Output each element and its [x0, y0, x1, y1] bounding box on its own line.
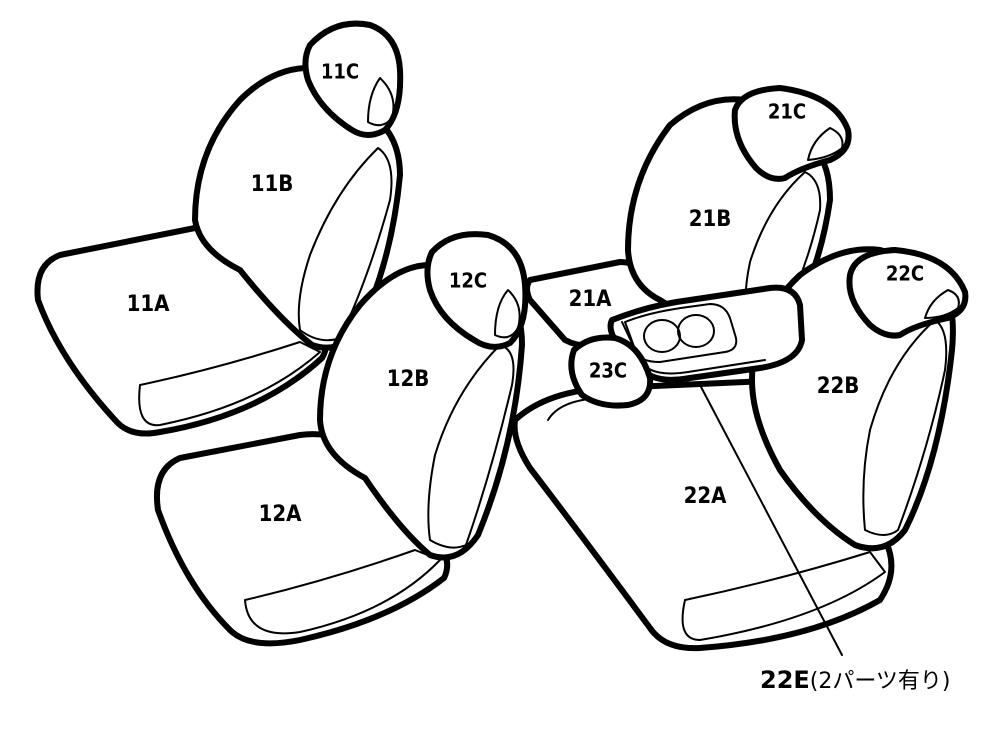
seat-11	[34, 20, 404, 437]
label-21B: 21B	[689, 207, 732, 232]
label-22C: 22C	[886, 262, 924, 286]
cup-holder-2	[677, 314, 715, 348]
label-12C: 12C	[449, 269, 487, 293]
backrest-11B	[192, 65, 403, 351]
label-11B: 11B	[251, 172, 294, 197]
note-22E: 22E(2パーツ有り)	[760, 666, 951, 694]
headrest-22C	[846, 247, 969, 339]
label-21A: 21A	[569, 287, 613, 312]
label-11C: 11C	[321, 60, 359, 84]
leader-line-22E	[699, 384, 843, 656]
label-22B: 22B	[817, 374, 860, 399]
label-22A: 22A	[684, 484, 728, 509]
seat-12	[154, 231, 529, 647]
cup-holder-tray	[624, 303, 738, 363]
cup-holder-1	[643, 319, 681, 353]
armrest-pad-23C	[568, 334, 654, 409]
label-21C: 21C	[768, 100, 806, 124]
headrest-21C	[731, 85, 852, 182]
headrest-11C	[302, 20, 404, 138]
label-12A: 12A	[259, 502, 303, 527]
headrest-12C	[424, 231, 529, 350]
label-12B: 12B	[387, 367, 430, 392]
note-22E-text: (2パーツ有り)	[810, 669, 951, 694]
label-11A: 11A	[127, 292, 171, 317]
label-23C: 23C	[589, 359, 627, 383]
note-22E-code: 22E	[760, 666, 810, 694]
rear-bench	[511, 85, 969, 652]
